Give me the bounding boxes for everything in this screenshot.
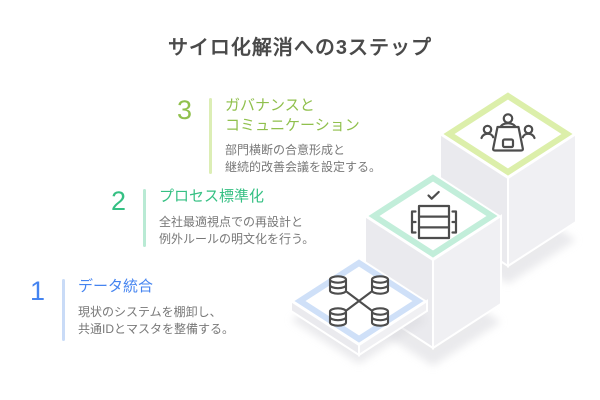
step-1-platform [290, 257, 428, 364]
step-2-separator [143, 189, 146, 247]
step-2-number: 2 [110, 186, 126, 216]
step-2-title: プロセス標準化 [159, 188, 265, 205]
step-1-description: 現状のシステムを棚卸し、 共通IDとマスタを整備する。 [78, 304, 235, 336]
step-3-separator [209, 98, 212, 174]
step-3-text-block: 3 ガバナンスと コミュニケーション 部門横断の合意形成と 継続的改善会議を設定… [162, 96, 381, 176]
page-title: サイロ化解消への3ステップ [167, 37, 433, 59]
meeting-icon [480, 113, 536, 152]
step-1-text-block: 1 データ統合 現状のシステムを棚卸し、 共通IDとマスタを整備する。 [15, 277, 234, 341]
checked-table-icon [410, 190, 458, 240]
step-1-title: データ統合 [78, 278, 154, 295]
step-3-title: ガバナンスと コミュニケーション [225, 97, 360, 134]
step-1-separator [62, 279, 65, 341]
step-2-text-block: 2 プロセス標準化 全社最適視点での再設計と 例外ルールの明文化を行う。 [96, 187, 314, 248]
database-network-icon [328, 275, 390, 327]
step-2-description: 全社最適視点での再設計と 例外ルールの明文化を行う。 [159, 214, 315, 246]
step-3-description: 部門横断の合意形成と 継続的改善会議を設定する。 [225, 143, 382, 174]
step-1-number: 1 [29, 276, 45, 306]
step-3-number: 3 [176, 95, 192, 125]
